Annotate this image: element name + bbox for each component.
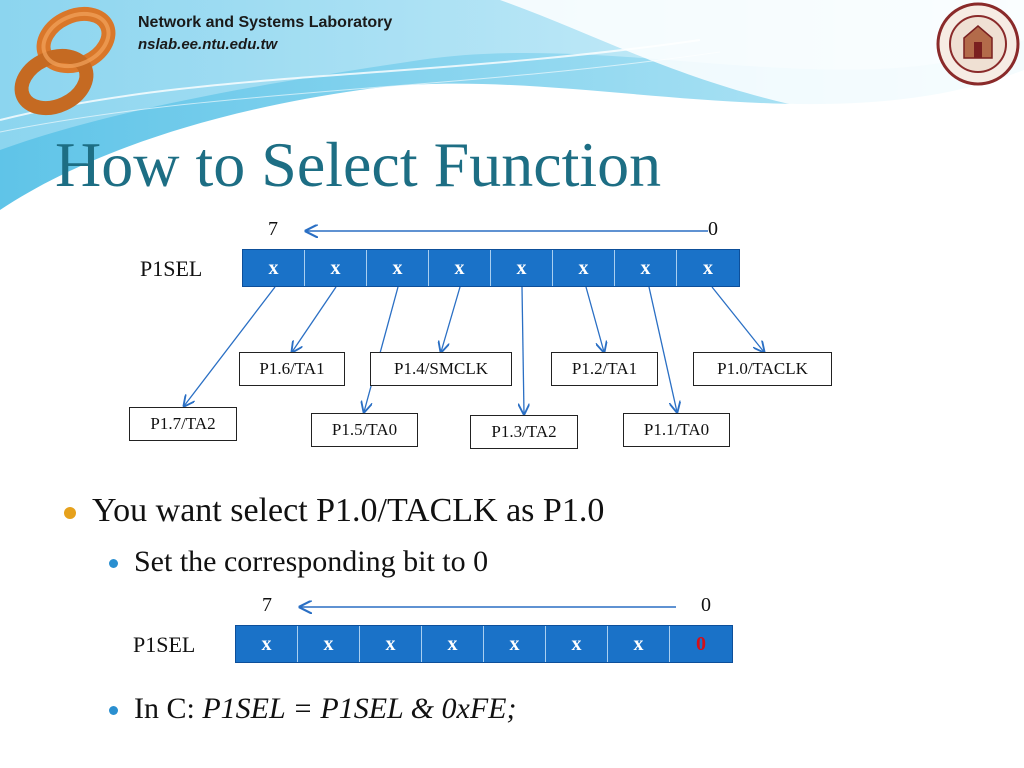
top-msb-label: 7 [268,218,278,240]
bullet-sub2-code: P1SEL = P1SEL & 0xFE; [202,692,517,725]
slide-title: How to Select Function [55,129,662,200]
pin-box-p1-1: P1.1/TA0 [623,413,730,447]
pin-box-p1-0: P1.0/TACLK [693,352,832,386]
pin-box-p1-2: P1.2/TA1 [551,352,658,386]
top-lsb-label: 0 [708,218,718,240]
top-register-label: P1SEL [140,256,203,281]
pin-box-p1-3: P1.3/TA2 [470,415,578,449]
bottom-bit-6: x [298,626,360,662]
bottom-bit-0: 0 [670,626,732,662]
bullet-sub1-text: Set the corresponding bit to 0 [134,545,489,578]
bottom-bit-4: x [422,626,484,662]
top-bit-7: x [243,250,305,286]
pin-box-p1-7: P1.7/TA2 [129,407,237,441]
top-register: x x x x x x x x [242,249,740,287]
bullet-main-text: You want select P1.0/TACLK as P1.0 [92,492,605,529]
top-bit-2: x [553,250,615,286]
top-bit-1: x [615,250,677,286]
bottom-bit-3: x [484,626,546,662]
bullet-main-icon [64,507,76,519]
lab-name: Network and Systems Laboratory [138,14,393,31]
bottom-bit-2: x [546,626,608,662]
top-bit-0: x [677,250,739,286]
pin-box-p1-6: P1.6/TA1 [239,352,345,386]
lab-url: nslab.ee.ntu.edu.tw [138,36,278,53]
top-bit-4: x [429,250,491,286]
bullet-sub1-icon [109,559,118,568]
top-bit-5: x [367,250,429,286]
top-bit-3: x [491,250,553,286]
bottom-bit-7: x [236,626,298,662]
bullet-sub2-icon [109,706,118,715]
bottom-msb-label: 7 [262,594,272,616]
pin-box-p1-4: P1.4/SMCLK [370,352,512,386]
lab-logo [14,6,116,116]
bottom-bit-5: x [360,626,422,662]
bullet-sub2: In C: P1SEL = P1SEL & 0xFE; [134,692,516,726]
bottom-bit-1: x [608,626,670,662]
bottom-lsb-label: 0 [701,594,711,616]
bottom-register: x x x x x x x 0 [235,625,733,663]
pin-box-p1-5: P1.5/TA0 [311,413,418,447]
bottom-register-label: P1SEL [133,632,196,657]
university-seal [936,2,1020,86]
bullet-sub2-prefix: In C: [134,692,203,725]
top-bit-6: x [305,250,367,286]
